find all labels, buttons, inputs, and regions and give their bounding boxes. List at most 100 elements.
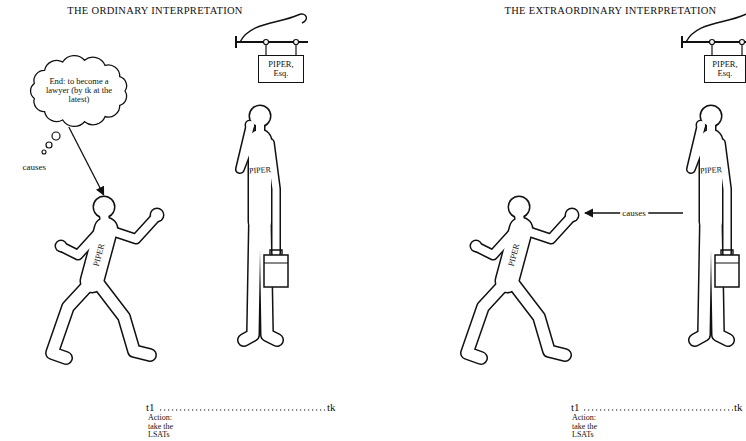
bracket-scroll <box>240 14 306 42</box>
decorations <box>42 14 746 410</box>
edge-label: causes <box>21 163 49 172</box>
node-text: PIPER <box>249 166 271 176</box>
edge-label: causes <box>620 209 648 218</box>
limb-outline <box>244 221 255 340</box>
bracket-ring <box>740 40 745 45</box>
running-figure: PIPER <box>455 195 585 365</box>
standing-figure: PIPER <box>683 105 741 345</box>
briefcase <box>715 255 739 287</box>
node-text: PIPER, Esq. <box>264 60 298 78</box>
bracket-ring <box>264 40 269 45</box>
thought-bubble: End: to become a lawyer (by tk at the la… <box>28 55 130 127</box>
bracket-cap <box>681 36 683 48</box>
limb-fill <box>62 233 98 255</box>
time-mark: tk <box>734 401 746 413</box>
standing-figure-shape <box>232 105 290 345</box>
node-text: PIPER, Esq. <box>708 60 742 78</box>
bracket-bar <box>682 41 746 43</box>
time-mark: tk <box>327 401 341 413</box>
running-figure-shape <box>40 195 170 365</box>
figure-outline <box>467 196 580 359</box>
figure-fill <box>240 106 277 340</box>
node-text: PIPER <box>700 166 722 176</box>
thought-trail-bubble <box>46 142 52 148</box>
standing-figure-shape <box>683 105 741 345</box>
figure-outline <box>240 105 277 341</box>
body-fill <box>509 197 529 217</box>
standing-figure: PIPER <box>232 105 290 345</box>
node-text: End: to become a lawyer (by tk at the la… <box>42 77 116 104</box>
body-outline <box>508 196 531 219</box>
limb-outline <box>691 127 701 169</box>
body-outline <box>93 196 116 219</box>
limb-outline <box>98 283 150 355</box>
body-fill <box>56 241 66 251</box>
limb-fill <box>695 221 706 340</box>
limb-outline <box>527 217 571 239</box>
sign-hook <box>741 44 742 55</box>
limb-outline <box>240 127 250 169</box>
thought-trail-bubble <box>42 150 46 154</box>
limb-fill <box>270 143 276 253</box>
briefcase <box>264 255 288 287</box>
limb-outline <box>467 281 507 358</box>
dotted-timeline <box>584 409 733 410</box>
limb-fill <box>467 281 507 358</box>
figure-fill <box>691 106 728 340</box>
sign-bracket <box>682 14 746 55</box>
cloud-outline <box>31 56 127 127</box>
limb-fill <box>98 283 150 355</box>
thought-trail-bubble <box>52 132 60 140</box>
action-note: Action: take the LSATs <box>148 414 182 440</box>
running-figure-shape <box>455 195 585 365</box>
body-fill <box>566 209 578 221</box>
limb-fill <box>700 141 722 221</box>
time-mark: t1 <box>571 401 585 413</box>
sign-bracket <box>236 14 308 55</box>
bracket-bar <box>236 41 308 43</box>
briefcase-strap <box>264 263 288 264</box>
briefcase-strap <box>715 263 739 264</box>
body-fill <box>246 121 254 129</box>
limb-outline <box>695 221 706 340</box>
limb-fill <box>244 221 255 340</box>
bracket-ring <box>294 40 299 45</box>
causal-arrow <box>69 127 104 195</box>
sign-hook <box>711 44 712 55</box>
limb-fill <box>527 217 571 239</box>
sign-hook <box>295 44 296 55</box>
body-fill <box>151 209 163 221</box>
hanging-sign: PIPER, Esq. <box>258 55 304 83</box>
figure-fill <box>467 197 578 358</box>
limb-fill <box>112 217 156 239</box>
limb-fill <box>240 127 250 169</box>
body-fill <box>94 197 114 217</box>
running-figure: PIPER <box>40 195 170 365</box>
connector-layer <box>69 127 683 213</box>
limb-fill <box>52 281 92 358</box>
limb-fill <box>721 143 727 253</box>
limb-outline <box>112 217 156 239</box>
action-note: Action: take the LSATs <box>572 414 606 440</box>
bracket-cap <box>235 36 237 48</box>
panel-heading: THE ORDINARY INTERPRETATION <box>55 5 255 17</box>
figure-outline <box>52 196 165 359</box>
hanging-sign: PIPER, Esq. <box>704 55 746 83</box>
body-fill <box>697 121 705 129</box>
dotted-timeline <box>160 409 325 410</box>
figure-fill <box>52 197 163 358</box>
panel-heading: THE EXTRAORDINARY INTERPRETATION <box>475 5 746 17</box>
body-fill <box>471 241 481 251</box>
limb-fill <box>477 233 513 255</box>
figure-outline <box>691 105 728 341</box>
limb-fill <box>249 141 271 221</box>
limb-outline <box>52 281 92 358</box>
bracket-scroll <box>686 14 746 42</box>
time-mark: t1 <box>146 401 160 413</box>
limb-outline <box>513 283 565 355</box>
bracket-ring <box>710 40 715 45</box>
limb-fill <box>691 127 701 169</box>
sign-hook <box>265 44 266 55</box>
limb-fill <box>513 283 565 355</box>
